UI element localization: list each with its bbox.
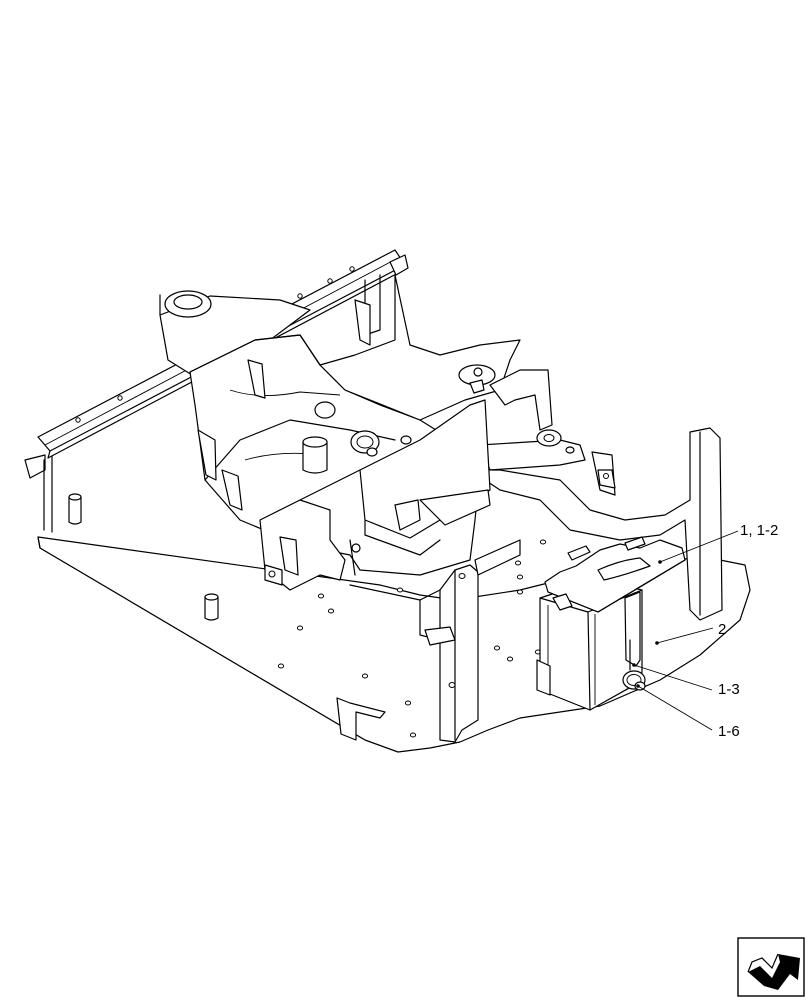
callout-2: 2 — [718, 621, 726, 638]
plate-bracket — [336, 697, 386, 741]
battery-ring — [622, 670, 646, 691]
callouts: 1, 1-2 2 1-3 1-6 — [718, 522, 778, 740]
callout-1-6: 1-6 — [718, 723, 740, 740]
battery-strap — [624, 591, 641, 671]
battery-hold-down — [544, 536, 686, 613]
right-side-member — [469, 427, 723, 621]
plate-studs — [68, 493, 219, 621]
callout-1-3: 1-3 — [718, 681, 740, 698]
front-left-bracket — [259, 469, 371, 591]
swing-boss — [159, 290, 311, 381]
leader-lines — [632, 530, 739, 731]
plate-holes — [277, 539, 547, 738]
center-bracket — [359, 399, 491, 556]
next-page-arrow-icon[interactable] — [737, 937, 805, 997]
callout-1-1-2: 1, 1-2 — [740, 522, 778, 539]
right-frame — [319, 274, 521, 421]
front-upright — [349, 539, 521, 743]
right-bracket — [479, 369, 586, 471]
